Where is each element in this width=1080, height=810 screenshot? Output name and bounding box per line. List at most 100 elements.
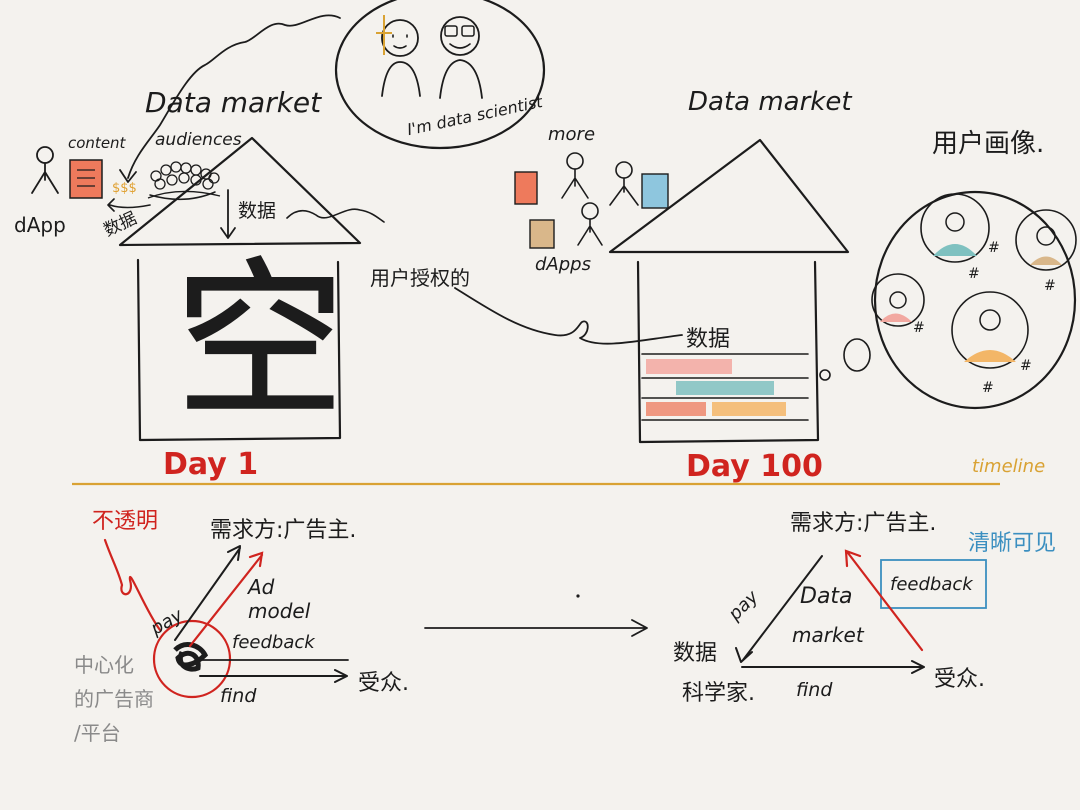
transition-arrow [424, 619, 648, 637]
glasses-icon [444, 25, 458, 37]
dapp-head [36, 146, 54, 164]
day100-house: 数据 [608, 138, 850, 444]
data-label-day100: 数据 [686, 327, 730, 352]
user-profile-label: 用户画像. [932, 129, 1044, 159]
audiences-label: audiences [155, 130, 242, 150]
feedback-arrow-left [188, 551, 264, 648]
scientist-face-1 [392, 34, 408, 49]
advertiser-label-left: 需求方:广告主. [210, 518, 356, 543]
day1-roof [118, 136, 362, 247]
day100-walls [636, 260, 820, 444]
data-label-left: 数据 [101, 208, 140, 240]
dapp-body [31, 162, 59, 194]
opaque-circle [152, 619, 232, 699]
pay-arrow-left [174, 545, 241, 641]
dapps-cluster [514, 152, 669, 249]
day1-title: Data market [145, 86, 322, 119]
centralized-scribble [173, 642, 209, 672]
advertiser-label-right: 需求方:广告主. [790, 511, 936, 536]
centralized-label-3: /平台 [74, 721, 121, 745]
hash-tag: # [968, 266, 980, 282]
pay-label-right: pay [724, 586, 763, 625]
find-arrow-right [741, 660, 925, 674]
sparkle-icon [376, 15, 392, 55]
file-blue-icon [641, 173, 669, 209]
day100-label: Day 100 [686, 449, 823, 484]
centralized-label-1: 中心化 [74, 653, 134, 677]
scientist-bubble-outline [334, 0, 546, 150]
scientist-body-2 [439, 59, 483, 99]
ad-model-label-2: model [248, 599, 311, 623]
feedback-box [880, 559, 987, 609]
day1-house: 空 [118, 136, 362, 442]
scientist-bubble: I'm data scientist [334, 0, 546, 150]
opaque-connector [103, 538, 162, 632]
dapp-figure: dApp [14, 146, 66, 237]
dapps-label: dApps [535, 254, 591, 275]
profile-avatar-3 [871, 273, 925, 327]
money-label: $$$ [112, 181, 137, 196]
hash-tag: # [982, 380, 994, 396]
feedback-arrow-right [844, 549, 924, 652]
empty-char: 空 [175, 243, 345, 441]
data-label-roof: 数据 [238, 200, 276, 222]
pay-arrow-right [735, 555, 823, 663]
market-label-1: Data [800, 584, 853, 609]
day1-label: Day 1 [163, 447, 258, 482]
audience-label-left: 受众. [358, 671, 409, 696]
data-bar-orange [646, 402, 706, 416]
person-icon [561, 168, 589, 199]
feedback-label-right: feedback [890, 574, 974, 595]
find-label-left: find [220, 685, 257, 707]
user-profile-bubble: # # # # # # [871, 190, 1077, 410]
day1-walls [136, 258, 342, 442]
hash-tag: # [988, 240, 1000, 256]
hash-tag: # [1020, 358, 1032, 374]
find-arrow-left [199, 669, 348, 683]
centralized-diagram: 不透明 需求方:广告主. pay Ad model feedback find … [74, 509, 409, 745]
centralized-label-2: 的广告商 [74, 687, 154, 711]
person-icon [609, 177, 639, 206]
file-orange-icon [514, 171, 538, 205]
profile-avatar-2 [1015, 209, 1077, 271]
pay-label-left: pay [146, 605, 186, 640]
scientist-body-1 [381, 61, 421, 97]
bubble-connector-arrowhead [119, 169, 137, 183]
scientist-head-1 [381, 19, 419, 57]
find-label-right: find [796, 679, 833, 701]
data-bar-yellow [712, 402, 786, 416]
data-bar-pink [646, 359, 732, 374]
audience-label-right: 受众. [934, 667, 985, 692]
profile-bubble-outline [873, 190, 1077, 410]
hash-tag: # [1044, 278, 1056, 294]
data-scientist-label-2: 科学家. [682, 681, 755, 706]
profile-avatar-4 [951, 291, 1029, 369]
user-authorized-label: 用户授权的 [370, 266, 470, 290]
clear-visible-label: 清晰可见 [968, 531, 1056, 556]
authorization-connector [454, 287, 683, 345]
day1-down-arrow [220, 189, 236, 239]
data-scientist-label-1: 数据 [673, 641, 717, 666]
market-diagram: 需求方:广告主. 清晰可见 feedback pay Data market 数… [673, 511, 1056, 706]
content-label: content [68, 134, 127, 152]
hash-tag: # [913, 320, 925, 336]
data-return-arrow [107, 198, 151, 212]
dapp-label: dApp [14, 213, 66, 237]
day100-roof [608, 138, 850, 254]
ad-model-label: Ad [246, 575, 275, 599]
data-bar-teal [676, 381, 774, 395]
feedback-label-left: feedback [232, 632, 316, 653]
opaque-label: 不透明 [92, 509, 158, 534]
market-label-2: market [792, 623, 865, 647]
roof-curl [286, 208, 385, 223]
content-file-icon [69, 159, 103, 199]
more-label: more [548, 124, 595, 145]
profile-avatar-1 [920, 193, 990, 263]
timeline-label: timeline [972, 456, 1045, 477]
scientist-head-2 [440, 16, 480, 56]
day100-title: Data market [688, 87, 852, 117]
person-icon [577, 218, 603, 246]
bubble-connector [127, 14, 341, 179]
file-tan-icon [529, 219, 555, 249]
